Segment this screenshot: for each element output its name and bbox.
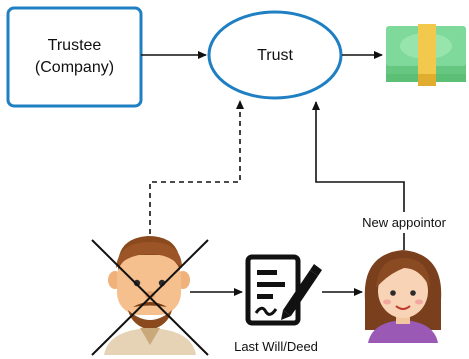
edge-deceased-trust bbox=[149, 100, 244, 243]
trust-label: Trust bbox=[257, 47, 293, 64]
appointor-label: New appointor bbox=[362, 215, 446, 230]
will-label: Last Will/Deed bbox=[234, 339, 318, 354]
trust-node: Trust bbox=[207, 10, 343, 100]
trustee-label-line1: Trustee bbox=[48, 37, 102, 54]
trustee-node: Trustee (Company) bbox=[6, 6, 143, 108]
edges bbox=[141, 51, 405, 296]
deceased-man-icon bbox=[91, 236, 209, 356]
money-stack-icon bbox=[386, 24, 466, 86]
will-document-icon bbox=[245, 254, 322, 326]
trustee-label-line2: (Company) bbox=[35, 59, 114, 76]
edge-appointor-trust bbox=[312, 101, 405, 212]
woman-avatar-icon bbox=[364, 250, 442, 343]
